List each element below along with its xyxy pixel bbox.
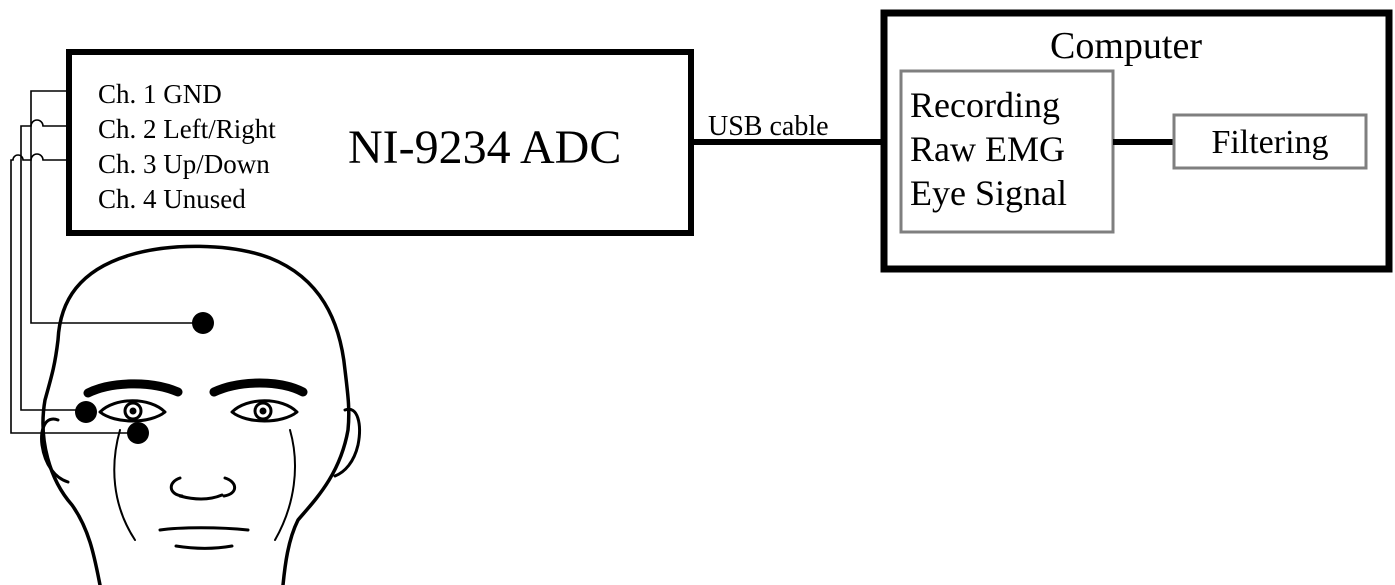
left-eye-pupil [130, 408, 136, 414]
left-eyebrow [88, 384, 178, 393]
computer-title: Computer [1050, 25, 1202, 67]
electrode-forehead [192, 312, 214, 334]
electrode-temple [75, 401, 97, 423]
right-cheek-line [275, 430, 295, 540]
recording-line-3: Eye Signal [910, 173, 1067, 213]
electrode-below-eye [127, 422, 149, 444]
mouth [160, 528, 248, 549]
right-eyebrow [214, 383, 303, 392]
channel-label-3: Ch. 3 Up/Down [98, 149, 270, 179]
channel-label-4: Ch. 4 Unused [98, 184, 246, 214]
nose [171, 478, 234, 499]
recording-line-1: Recording [910, 85, 1060, 125]
usb-cable-label: USB cable [708, 111, 829, 142]
filtering-label: Filtering [1211, 124, 1328, 161]
recording-line-2: Raw EMG [910, 129, 1065, 169]
right-eye-pupil [260, 408, 266, 414]
left-cheek-line [114, 430, 135, 540]
channel-label-1: Ch. 1 GND [98, 79, 222, 109]
adc-title: NI-9234 ADC [348, 121, 621, 174]
channel-label-2: Ch. 2 Left/Right [98, 114, 276, 144]
